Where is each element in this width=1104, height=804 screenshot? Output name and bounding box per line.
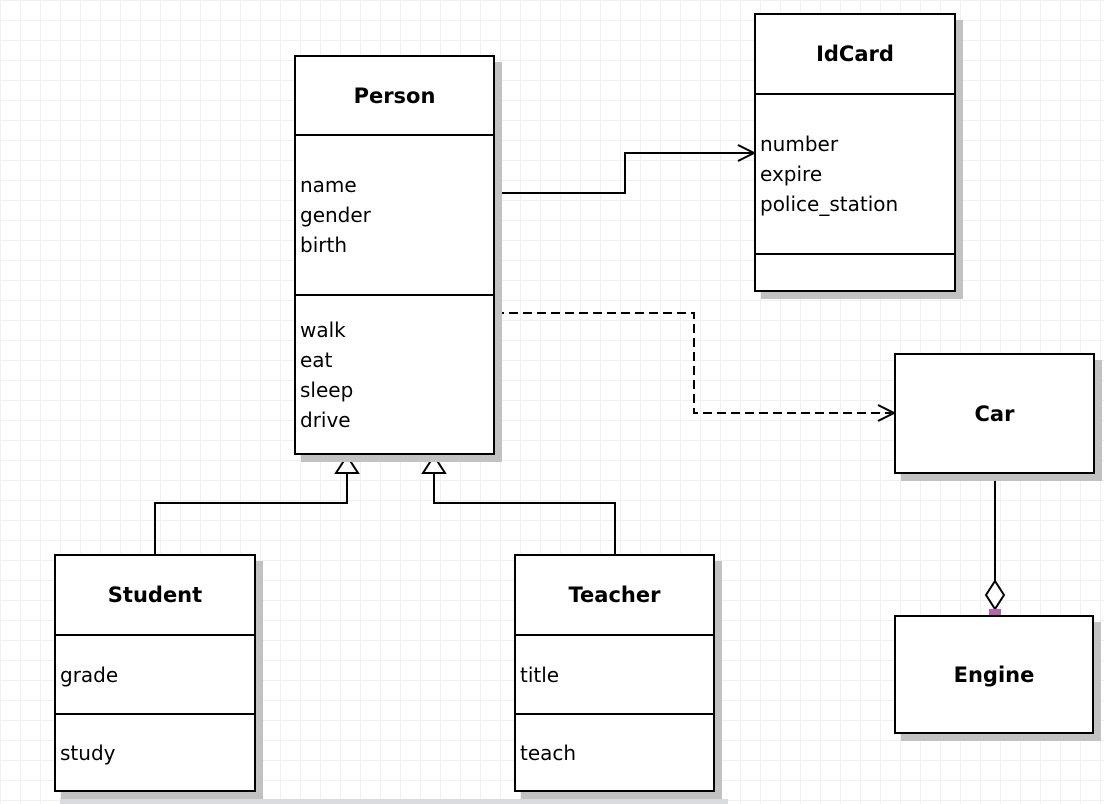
- attribute: expire: [760, 162, 823, 186]
- method: teach: [520, 740, 577, 765]
- hollow-triangle-arrowhead: [334, 454, 360, 474]
- attributes-section: number expire police_station: [756, 93, 954, 253]
- attribute: title: [520, 662, 560, 687]
- attribute: birth: [300, 233, 347, 257]
- class-title: IdCard: [816, 42, 894, 66]
- generalization-teacher-person[interactable]: [421, 454, 616, 554]
- class-title: Teacher: [568, 583, 661, 607]
- class-teacher[interactable]: Teacher title teach: [514, 554, 715, 792]
- generalization-student-person[interactable]: [154, 454, 360, 554]
- attribute: number: [760, 132, 839, 156]
- attribute: grade: [60, 662, 119, 687]
- methods-section: study: [56, 713, 254, 790]
- method: walk: [300, 317, 346, 342]
- class-title: Engine: [953, 662, 1035, 687]
- aggregation-car-engine[interactable]: [984, 468, 1006, 621]
- canvas-bottom-shadow-strip: [60, 799, 728, 804]
- method: drive: [300, 407, 351, 432]
- methods-section: teach: [516, 713, 713, 790]
- attribute: name: [300, 173, 357, 197]
- class-title: Car: [974, 401, 1015, 426]
- methods-section: [756, 253, 954, 290]
- attributes-section: title: [516, 634, 713, 713]
- class-engine[interactable]: Engine: [894, 615, 1094, 734]
- class-person[interactable]: Person name gender birth walk eat sleep …: [294, 55, 495, 455]
- class-title: Student: [107, 583, 203, 607]
- hollow-diamond: [984, 579, 1006, 611]
- attribute: gender: [300, 203, 371, 227]
- method: study: [60, 740, 116, 765]
- method: sleep: [300, 377, 354, 402]
- association-person-idcard[interactable]: [495, 144, 757, 194]
- dependency-person-car[interactable]: [495, 312, 897, 422]
- class-student[interactable]: Student grade study: [54, 554, 256, 792]
- method: eat: [300, 347, 333, 372]
- hollow-triangle-arrowhead: [421, 454, 447, 474]
- attribute: police_station: [760, 192, 899, 216]
- class-car[interactable]: Car: [894, 353, 1095, 474]
- methods-section: walk eat sleep drive: [296, 294, 493, 453]
- class-title: Person: [353, 83, 436, 108]
- class-idcard[interactable]: IdCard number expire police_station: [754, 13, 956, 292]
- attributes-section: grade: [56, 634, 254, 713]
- attributes-section: name gender birth: [296, 134, 493, 294]
